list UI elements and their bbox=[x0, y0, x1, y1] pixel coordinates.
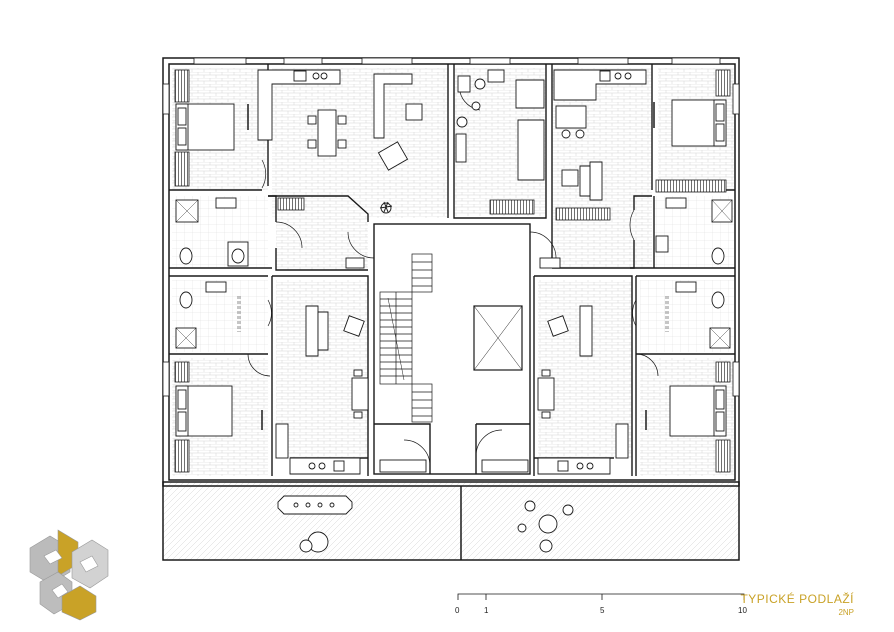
terrace-furniture bbox=[277, 201, 574, 553]
drawing-title: TYPICKÉ PODLAŽÍ bbox=[740, 592, 854, 606]
room-floors bbox=[172, 68, 734, 476]
scale-label-10: 10 bbox=[738, 606, 747, 615]
bathrooms bbox=[175, 197, 733, 349]
scale-label-1: 1 bbox=[484, 606, 489, 615]
scale-bar bbox=[457, 593, 745, 600]
terraces bbox=[162, 481, 740, 561]
study-room bbox=[455, 69, 505, 163]
scale-label-5: 5 bbox=[600, 606, 605, 615]
outer-walls bbox=[162, 57, 740, 487]
doors bbox=[247, 91, 659, 467]
key-plan-thumbnail bbox=[29, 529, 109, 621]
wardrobes bbox=[174, 69, 731, 473]
windows bbox=[162, 57, 740, 397]
dining-tables bbox=[307, 105, 587, 419]
sofas bbox=[305, 73, 603, 357]
scale-label-0: 0 bbox=[455, 606, 460, 615]
stairs bbox=[379, 253, 433, 423]
elevator bbox=[473, 305, 523, 371]
kitchens bbox=[257, 69, 647, 475]
beds bbox=[175, 99, 727, 437]
drawing-subtitle: 2NP bbox=[838, 608, 854, 617]
